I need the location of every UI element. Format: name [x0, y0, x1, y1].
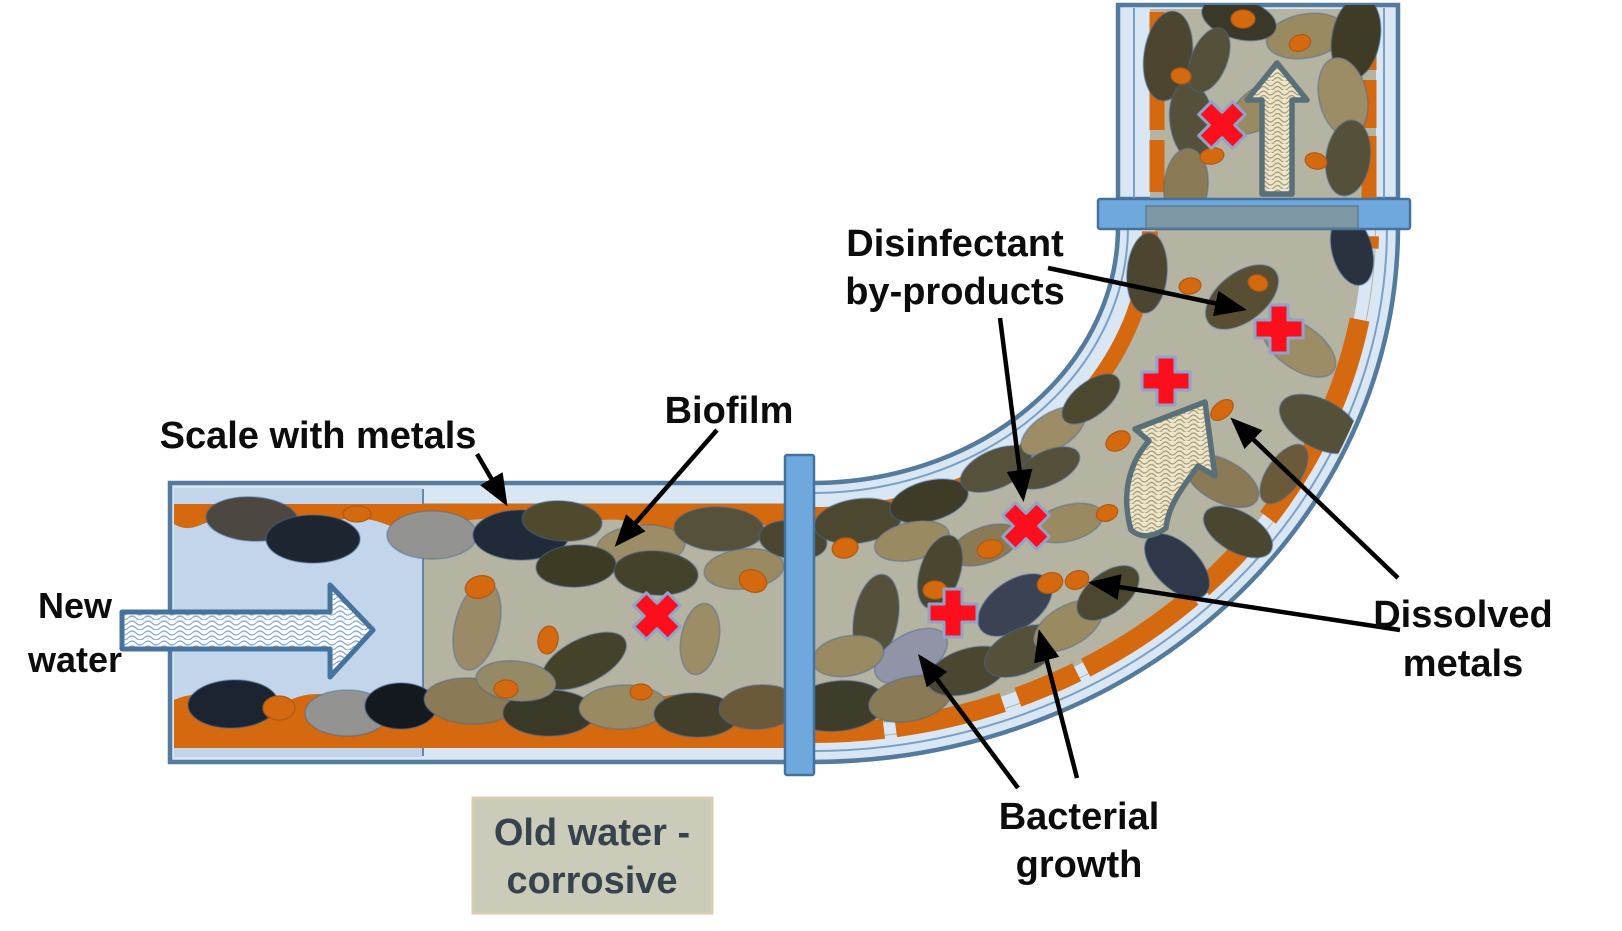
biofilm-particle	[535, 544, 617, 588]
red-x-marker-icon	[1001, 501, 1051, 551]
red-x-marker-icon	[1197, 100, 1247, 150]
mineral-blob	[342, 505, 372, 523]
annotation-arrows	[475, 265, 1401, 790]
mineral-blob	[1178, 277, 1202, 295]
old-water-box-line2: corrosive	[506, 860, 677, 902]
disinfectant-label-line1: Disinfectant	[846, 223, 1064, 265]
mineral-blob	[262, 695, 296, 721]
biofilm-particle	[386, 510, 478, 560]
elbow-inner-wall-line	[811, 226, 1129, 494]
disinfectant-pointer-right	[1047, 265, 1247, 317]
biofilm-particle	[1202, 505, 1274, 559]
dissolved-metals-label-line1: Dissolved	[1373, 594, 1553, 636]
new-water-label-line1: New	[38, 585, 113, 626]
mineral-blob	[629, 683, 653, 701]
biofilm-particle	[1061, 373, 1121, 425]
bacterial-growth-pointer-left	[918, 653, 1020, 790]
contaminant-markers-layer	[632, 100, 1305, 641]
old-water-box	[471, 796, 714, 915]
biofilm-label: Biofilm	[665, 390, 794, 432]
scale-with-metals-label: Scale with metals	[160, 415, 477, 457]
biofilm-particle	[613, 550, 699, 596]
biofilm-particle	[679, 602, 721, 676]
biofilm-particle	[1324, 119, 1372, 197]
biofilm-pointer	[614, 428, 719, 547]
mineral-blob	[464, 575, 496, 599]
mineral-blob	[831, 537, 859, 559]
disinfectant-label-line2: by-products	[845, 271, 1065, 313]
red-plus-marker-icon	[927, 587, 979, 639]
mineral-blob	[1210, 399, 1234, 421]
biofilm-particle	[889, 478, 969, 524]
mineral-blob	[493, 679, 519, 699]
vertical-junction-coupling	[1145, 205, 1359, 229]
dissolved-metals-pointer-left	[1088, 574, 1401, 633]
new-water-flow-arrow-icon	[119, 582, 376, 680]
old-water-box-line1: Old water -	[494, 812, 690, 854]
mineral-blob	[976, 539, 1004, 559]
elbow-flow-arrow-icon	[1123, 399, 1218, 539]
biofilm-particle	[521, 500, 603, 542]
mineral-blob	[1230, 9, 1256, 29]
old-water-callout: Old water - corrosive	[471, 796, 714, 915]
bacterial-growth-label-line2: growth	[1016, 844, 1143, 886]
scale-with-metals-pointer	[475, 452, 508, 507]
red-plus-marker-icon	[1253, 303, 1305, 355]
mineral-blob	[1036, 572, 1064, 594]
mineral-blob	[1095, 503, 1119, 523]
dissolved-metals-label-line2: metals	[1403, 643, 1523, 685]
labels: New water Scale with metals Biofilm Disi…	[27, 223, 1553, 886]
mineral-blob	[1288, 33, 1312, 53]
red-plus-marker-icon	[1140, 355, 1192, 407]
bacterial-growth-label-line1: Bacterial	[999, 796, 1160, 838]
mineral-blob	[738, 569, 768, 593]
bacterial-growth-pointer-right	[1034, 629, 1080, 779]
mineral-blob	[1105, 430, 1131, 452]
dissolved-metals-pointer-up	[1230, 417, 1400, 580]
red-x-marker-icon	[632, 591, 682, 641]
pipe-couplings	[783, 197, 1412, 777]
new-water-label-line2: water	[27, 639, 122, 680]
mineral-blob	[1304, 152, 1328, 170]
upward-flow-arrow-icon	[1244, 60, 1310, 197]
elbow-outer-wall-line	[811, 226, 1388, 752]
elbow-junction-flange	[783, 453, 816, 777]
mineral-blob	[537, 625, 559, 655]
mineral-blob	[1170, 67, 1192, 85]
mineral-blob	[1247, 274, 1269, 292]
biofilm-particle	[265, 514, 361, 564]
disinfectant-pointer-down	[997, 317, 1033, 502]
flow-arrows	[119, 60, 1310, 680]
biofilm-particle	[1187, 26, 1231, 94]
